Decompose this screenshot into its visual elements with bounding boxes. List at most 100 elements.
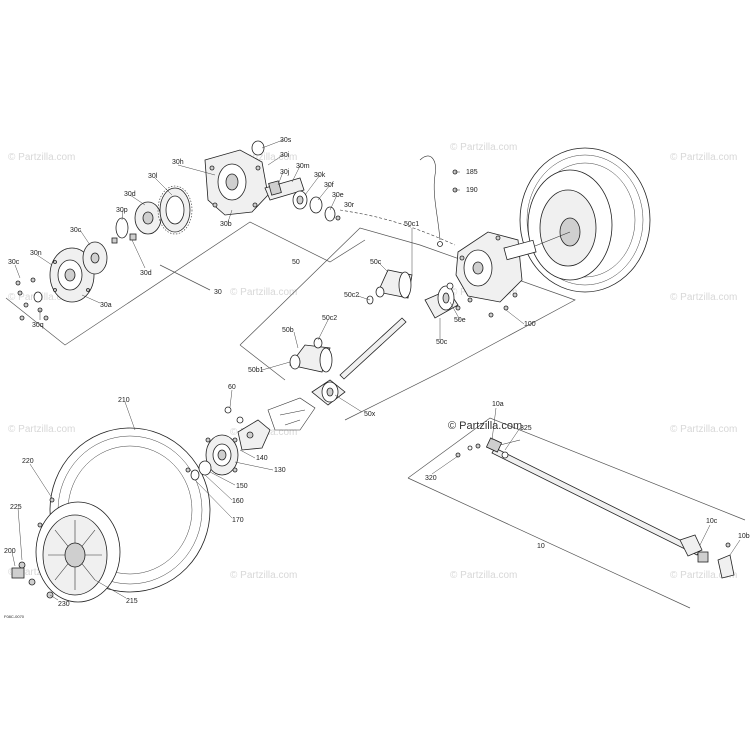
callout-30l: 30l	[148, 173, 158, 180]
axle-shaft	[339, 317, 407, 380]
callout-30d: 30d	[124, 191, 136, 198]
callout-50c: 50c	[370, 259, 382, 266]
callout-30c: 30c	[70, 227, 82, 234]
callout-10a: 10a	[492, 401, 504, 408]
callout-130: 130	[274, 467, 286, 474]
assembly-link	[339, 209, 456, 246]
hub-washer	[190, 469, 200, 481]
lug-nuts	[11, 497, 55, 599]
callout-50c2: 50c2	[344, 292, 359, 299]
callout-30: 30	[214, 289, 222, 296]
inner-boot	[289, 344, 331, 373]
oil-seal	[251, 140, 265, 156]
washer	[33, 291, 43, 303]
snap-ring	[446, 282, 454, 290]
callout-200: 200	[4, 548, 16, 555]
callout-30j: 30j	[280, 169, 290, 176]
callout-30d: 30d	[140, 270, 152, 277]
callout-30q: 30q	[32, 322, 44, 329]
front-wheel-assembly	[11, 397, 316, 603]
bolt-set	[15, 277, 49, 321]
callout-10c: 10c	[706, 518, 718, 525]
small-pin	[335, 215, 341, 221]
callout-30k: 30k	[314, 172, 326, 179]
callout-50c: 50c	[436, 339, 448, 346]
callout-50x: 50x	[364, 411, 376, 418]
wheel-rim	[35, 501, 121, 603]
pinion-shaft	[264, 177, 305, 201]
leader-lines	[11, 139, 741, 601]
callout-10b: 10b	[738, 533, 750, 540]
boot-clamp	[375, 286, 385, 298]
friction-disc	[82, 241, 108, 275]
watermark: © Partzilla.com	[8, 424, 75, 435]
frame-30-leader	[159, 264, 211, 291]
callout-140: 140	[256, 455, 268, 462]
hub-bearing	[198, 460, 212, 476]
watermark: © Partzilla.com	[450, 142, 517, 153]
callout-30a: 30a	[100, 302, 112, 309]
wheel-hub	[205, 434, 239, 476]
callout-150: 150	[236, 483, 248, 490]
watermark: © Partzilla.com	[8, 152, 75, 163]
callout-220: 220	[22, 458, 34, 465]
watermark: © Partzilla.com	[230, 570, 297, 581]
callout-190: 190	[466, 187, 478, 194]
boot-clamp	[289, 354, 301, 370]
callout-50c1: 50c1	[404, 221, 419, 228]
callout-30p: 30p	[116, 207, 128, 214]
watermark-foreground: © Partzilla.com	[448, 420, 522, 432]
knuckle-ghost	[267, 397, 316, 431]
callout-30h: 30h	[172, 159, 184, 166]
front-differential-assembly	[15, 140, 341, 321]
callout-320: 320	[425, 475, 437, 482]
breather-tube	[419, 155, 441, 241]
callout-60: 60	[228, 384, 236, 391]
callout-30m: 30m	[296, 163, 310, 170]
hub-nut	[185, 467, 191, 473]
callout-325: 325	[520, 425, 532, 432]
callout-10: 10	[537, 543, 545, 550]
callout-30i: 30i	[280, 152, 290, 159]
callout-labels: 30s 30i 30j 30m 30k 30f 30e 30r 30h 30l …	[4, 137, 750, 619]
callout-50b1: 50b1	[248, 367, 264, 374]
callout-50e: 50e	[454, 317, 466, 324]
snap-ring	[324, 206, 336, 222]
bolt	[224, 406, 232, 414]
callout-170: 170	[232, 517, 244, 524]
wheel-cap	[11, 567, 25, 579]
tie-rod-assembly	[455, 437, 735, 579]
frame-10-lower	[407, 477, 691, 609]
callout-215: 215	[126, 598, 138, 605]
callout-100: 100	[524, 321, 536, 328]
watermark: © Partzilla.com	[670, 424, 737, 435]
diff-hub	[111, 201, 162, 244]
callout-225: 225	[10, 504, 22, 511]
boot-clamp	[313, 337, 323, 349]
rear-gearbox	[455, 231, 537, 318]
callout-185: 185	[466, 169, 478, 176]
callout-30s: 30s	[280, 137, 292, 144]
drive-shaft-assembly	[289, 269, 459, 406]
tie-rod	[491, 447, 701, 556]
callout-30r: 30r	[344, 202, 355, 209]
bolt	[236, 416, 244, 424]
watermark: © Partzilla.com	[230, 152, 297, 163]
cv-housing	[424, 285, 459, 319]
frame-10	[407, 417, 746, 521]
callout-30f: 30f	[324, 182, 334, 189]
ring-gear	[157, 185, 193, 235]
watermark: © Partzilla.com	[670, 292, 737, 303]
callout-50b: 50b	[282, 327, 294, 334]
callout-50: 50	[292, 259, 300, 266]
stub-axle	[534, 231, 571, 247]
group-frames	[5, 221, 746, 609]
callout-160: 160	[232, 498, 244, 505]
rear-wheel-upper-assembly	[339, 147, 651, 318]
brake-caliper	[237, 419, 271, 451]
tie-rod-end-right	[679, 534, 735, 579]
frame-30	[5, 221, 366, 346]
tie-rod-end-left	[455, 437, 509, 459]
watermark: © Partzilla.com	[230, 287, 297, 298]
